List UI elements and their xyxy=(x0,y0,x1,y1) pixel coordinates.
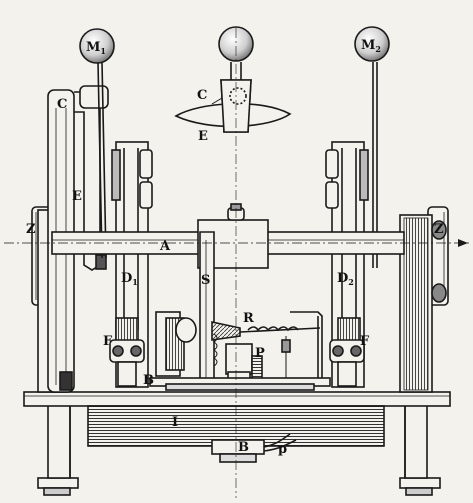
base-plate xyxy=(23,391,451,407)
lower-bracket xyxy=(211,433,297,463)
lower-mechanism xyxy=(149,311,331,391)
column-s xyxy=(197,203,269,383)
label-m2: M2 xyxy=(361,38,381,54)
label-c-detail: C xyxy=(197,88,207,103)
label-z-right: Z xyxy=(434,222,444,237)
label-e-detail: E xyxy=(198,129,208,144)
rod-m2 xyxy=(354,26,390,268)
labels: M1 M2 C E C E Z Z A S D1 D2 R F F P B I … xyxy=(26,38,444,457)
axis-arrow xyxy=(458,239,468,247)
column-d2 xyxy=(325,141,369,388)
ball-m2 xyxy=(354,26,390,62)
label-s: S xyxy=(201,273,210,288)
ball-center xyxy=(218,26,254,62)
detail-c xyxy=(174,26,292,133)
label-a: A xyxy=(159,239,171,254)
rod-m1 xyxy=(79,28,115,259)
label-i: I xyxy=(172,415,178,430)
label-z-left: Z xyxy=(26,222,36,237)
label-p: P xyxy=(255,346,265,361)
label-d2: D2 xyxy=(337,271,354,287)
label-d1: D1 xyxy=(121,271,138,287)
label-b-lower: B xyxy=(238,440,249,455)
machine-feet xyxy=(37,477,441,496)
ball-m1 xyxy=(79,28,115,64)
frame-right xyxy=(399,206,449,393)
label-p-lower: p xyxy=(278,442,287,457)
column-d1 xyxy=(109,141,153,388)
label-b-upper: B xyxy=(143,373,154,388)
label-f-right: F xyxy=(360,334,370,349)
label-r: R xyxy=(243,311,254,326)
label-m1: M1 xyxy=(86,40,106,56)
label-c-left: C xyxy=(57,97,67,112)
label-e-left: E xyxy=(72,189,82,204)
label-f-left: F xyxy=(103,334,113,349)
